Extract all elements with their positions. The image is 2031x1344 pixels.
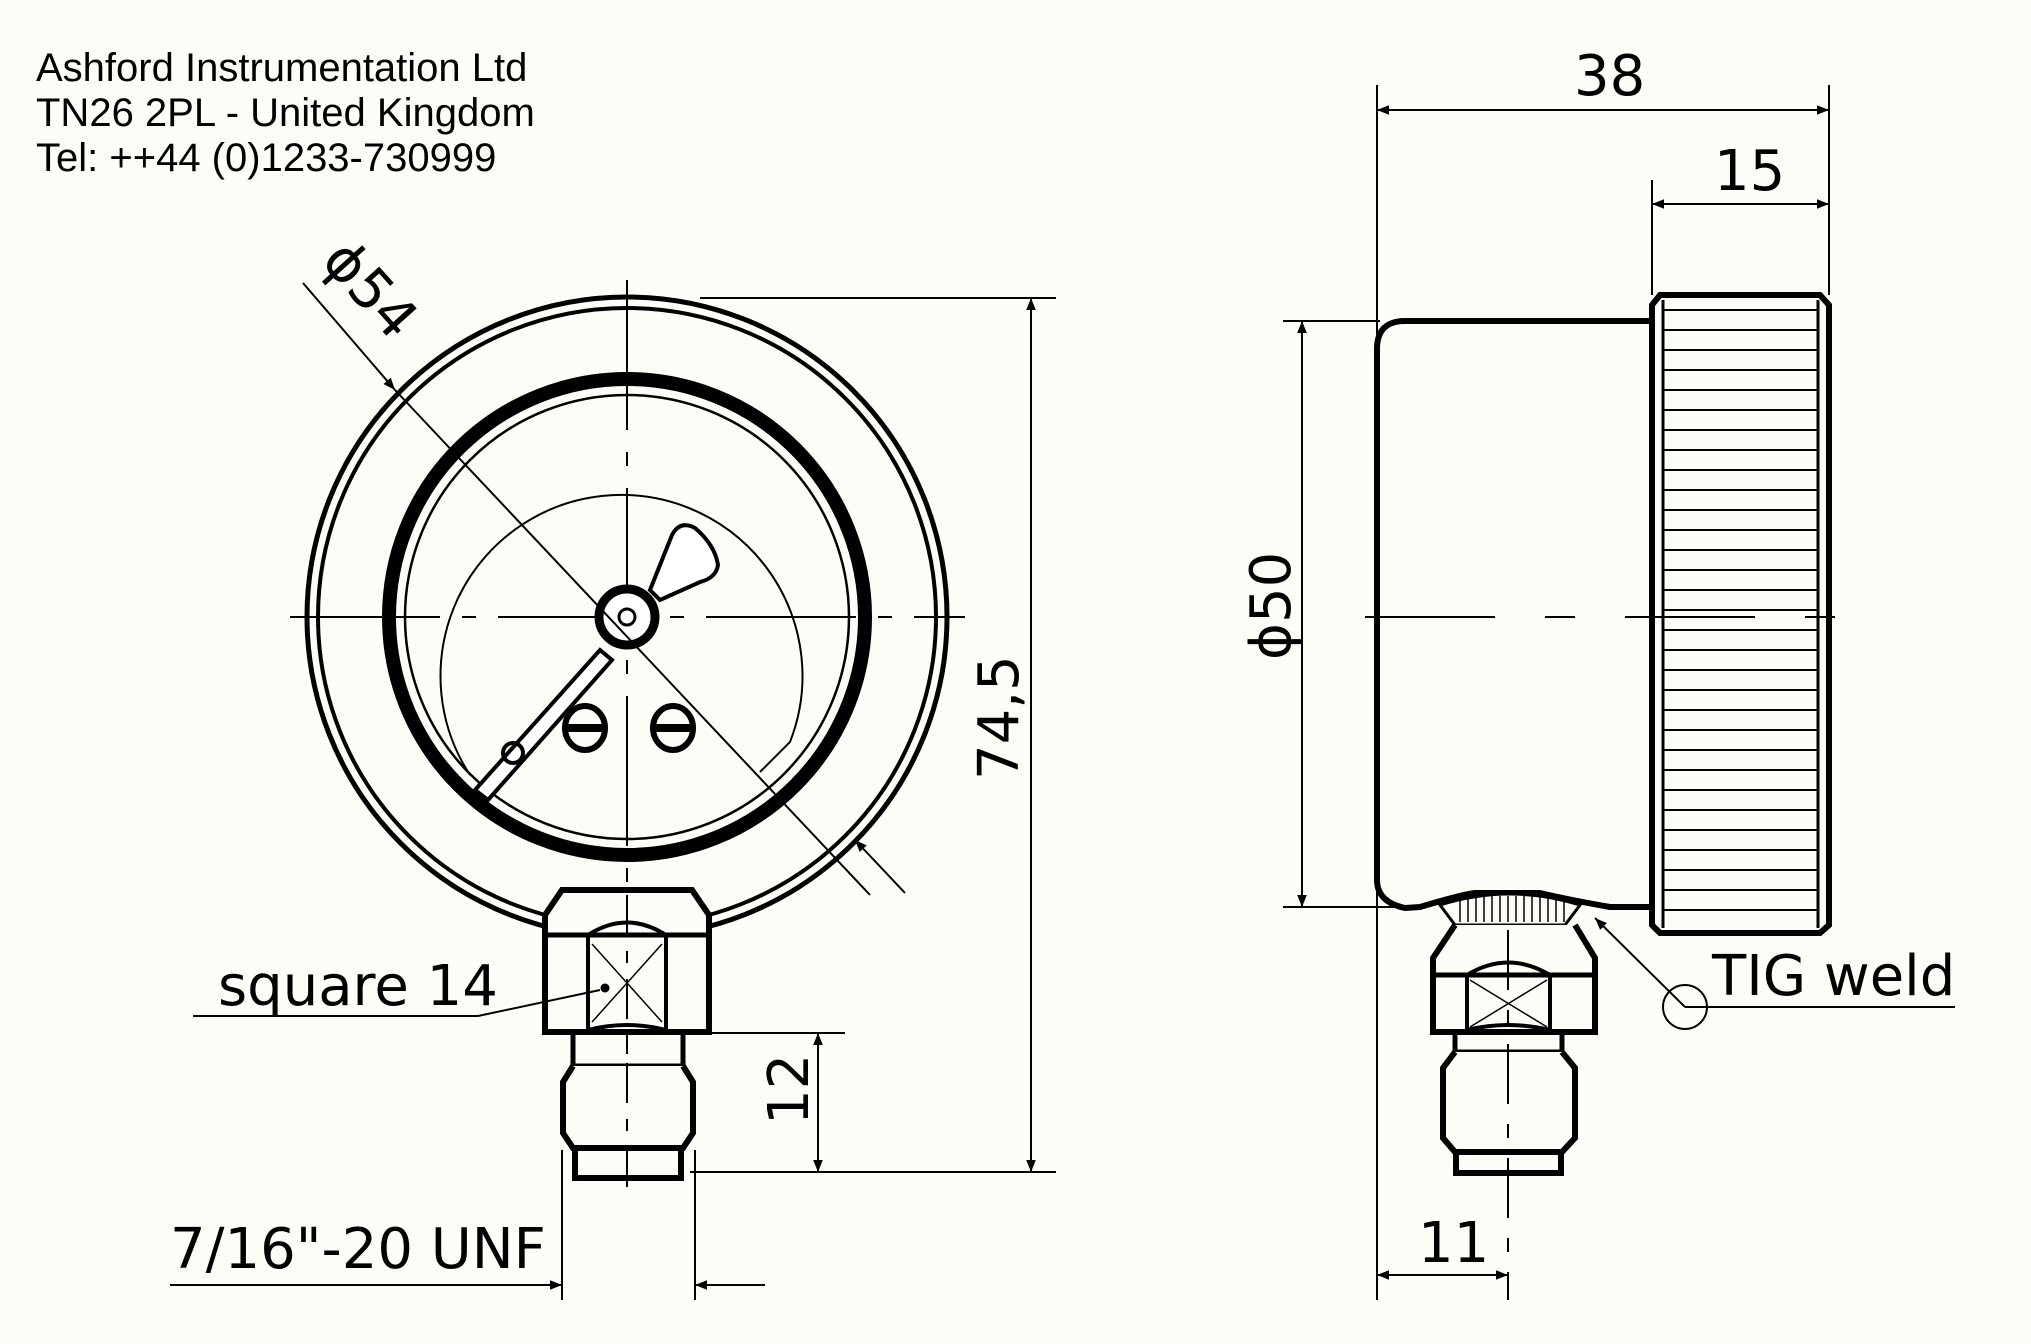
dim-offset-11: 11: [1418, 1211, 1489, 1276]
dim-depth-38: 38: [1574, 44, 1645, 109]
dim-height-74-5: 74,5: [967, 655, 1032, 780]
case-side: [1374, 318, 1652, 912]
label-square-14: square 14: [218, 954, 498, 1019]
weld-hatching: [1459, 896, 1565, 922]
front-view: [170, 280, 1056, 1300]
dial-screw-right: [650, 703, 696, 753]
company-name: Ashford Instrumentation Ltd: [36, 46, 528, 90]
company-address: TN26 2PL - United Kingdom: [36, 91, 535, 135]
dim-diameter-50: ϕ50: [1239, 552, 1304, 660]
window-ring: [403, 393, 851, 841]
bezel-knurled: [1649, 292, 1832, 936]
company-phone: Tel: ++44 (0)1233-730999: [36, 136, 497, 180]
stop-pin: [501, 741, 525, 765]
socket-side: [1430, 923, 1598, 1035]
dim-diameter-54: ϕ54: [310, 228, 431, 352]
label-thread-unf: 7/16"-20 UNF: [170, 1217, 546, 1282]
label-tig-weld: TIG weld: [1711, 944, 1955, 1009]
dim-thread-length-12: 12: [757, 1054, 822, 1125]
dim-bezel-15: 15: [1714, 139, 1785, 204]
pointer-tail: [647, 523, 721, 603]
side-view: [1283, 85, 1955, 1300]
dial-arc: [439, 493, 804, 776]
dial-screw-left: [562, 703, 608, 753]
knurling: [1663, 309, 1818, 911]
bezel-ring: [382, 372, 872, 862]
pointer-hub: [594, 584, 660, 650]
company-header: Ashford Instrumentation Ltd TN26 2PL - U…: [36, 46, 535, 181]
